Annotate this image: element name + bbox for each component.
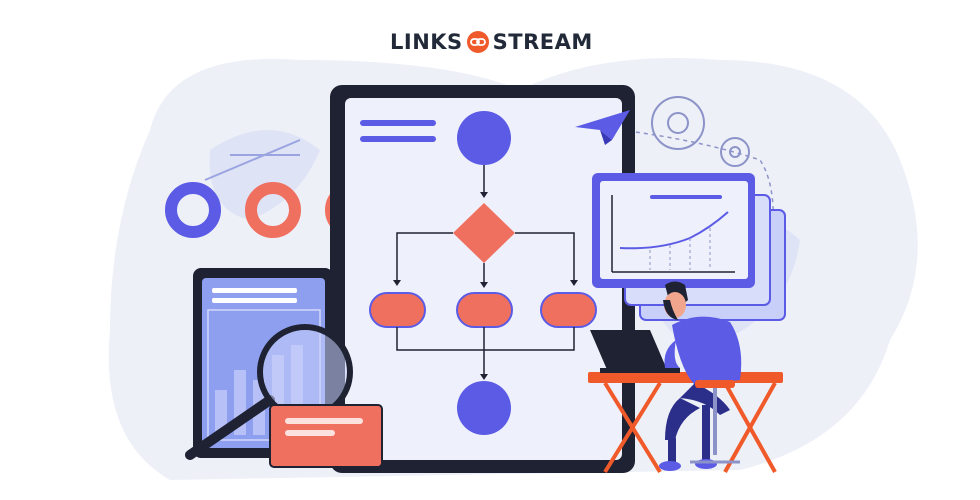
leaf-shape-left — [209, 130, 320, 220]
flow-process-node — [456, 292, 513, 328]
paper-plane-icon — [575, 110, 630, 140]
flowchart-board — [330, 85, 635, 473]
flow-process-node — [540, 292, 597, 328]
gear-icon — [651, 96, 750, 167]
flow-decision-node — [453, 203, 515, 263]
brand-name-left: LINKS — [390, 30, 463, 54]
flow-end-node — [457, 381, 511, 435]
ring-indigo — [165, 182, 221, 238]
ring-coral — [245, 182, 301, 238]
flow-process-node — [369, 292, 426, 328]
board-line — [360, 120, 436, 126]
brand-name-right: STREAM — [492, 30, 593, 54]
note-card — [269, 404, 383, 468]
person-working — [659, 281, 742, 471]
chair — [690, 380, 740, 464]
flow-start-node — [457, 111, 511, 165]
bar — [215, 390, 227, 435]
laptop-icon — [590, 330, 680, 373]
brand-logo: LINKS STREAM — [390, 28, 593, 56]
chain-link-icon — [466, 31, 489, 53]
board-line — [360, 136, 436, 142]
